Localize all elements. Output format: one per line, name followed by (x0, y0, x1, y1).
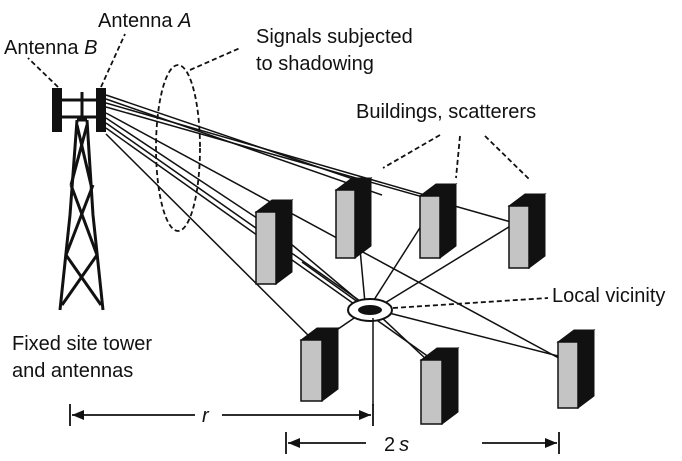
ray-direct-3 (105, 102, 443, 201)
ray-scatter-8 (301, 261, 363, 306)
building-icon (507, 193, 547, 269)
building-icon (419, 347, 460, 425)
buildings-label: Buildings, scatterers (356, 101, 536, 123)
shadowing-label-line1: Signals subjected (256, 26, 413, 48)
tower-brace-d (64, 184, 95, 256)
local-vicinity-leader (392, 297, 549, 309)
ray-direct-2 (105, 98, 383, 196)
building-icon (254, 199, 294, 285)
antenna-b-label: Antenna B (4, 37, 97, 59)
distance-2s-marker (285, 432, 560, 454)
ray-direct-8 (105, 133, 319, 346)
tower-brace-f (60, 254, 99, 306)
ray-direct-6 (105, 122, 371, 309)
buildings-leader-2 (455, 135, 461, 179)
tower-brace-e (64, 254, 103, 306)
tower-brace-c (69, 184, 99, 256)
ray-direct-5 (105, 117, 273, 229)
antenna-b-icon (52, 88, 62, 132)
antenna-a-icon (96, 88, 106, 132)
distance-r-marker (69, 404, 374, 426)
lattice-tower-icon (58, 92, 105, 311)
building-icon (299, 327, 340, 402)
local-vicinity-core (358, 305, 382, 315)
antenna-a-label: Antenna A (98, 10, 191, 32)
ray-scatter-6 (379, 315, 428, 361)
tower-left-leg (58, 119, 79, 311)
ray-scatter-7 (384, 311, 567, 359)
antenna-a-panel (96, 88, 106, 132)
tower-label-line2: and antennas (12, 360, 133, 382)
ray-scatter-4 (379, 224, 513, 307)
mobile-receiver-icon (347, 298, 393, 322)
shadowing-leader (189, 47, 241, 71)
building-icon (418, 183, 458, 259)
antenna-b-panel (52, 88, 62, 132)
building-icon (334, 177, 373, 259)
distance-r-label: r (202, 405, 210, 427)
tower-right-leg (85, 119, 105, 311)
building-icon (556, 329, 596, 409)
tower-brace-a (75, 124, 93, 186)
tower-label-line1: Fixed site tower (12, 333, 152, 355)
buildings-leader-3 (484, 135, 531, 181)
shadowing-label-line2: to shadowing (256, 53, 374, 75)
buildings-leader-1 (382, 134, 441, 169)
tower-brace-b (69, 124, 89, 186)
antenna-b-leader (27, 57, 59, 88)
ray-direct-4 (105, 106, 533, 229)
shadowing-ellipse (155, 64, 201, 232)
antenna-a-leader (100, 33, 126, 88)
local-vicinity-label: Local vicinity (552, 285, 665, 307)
